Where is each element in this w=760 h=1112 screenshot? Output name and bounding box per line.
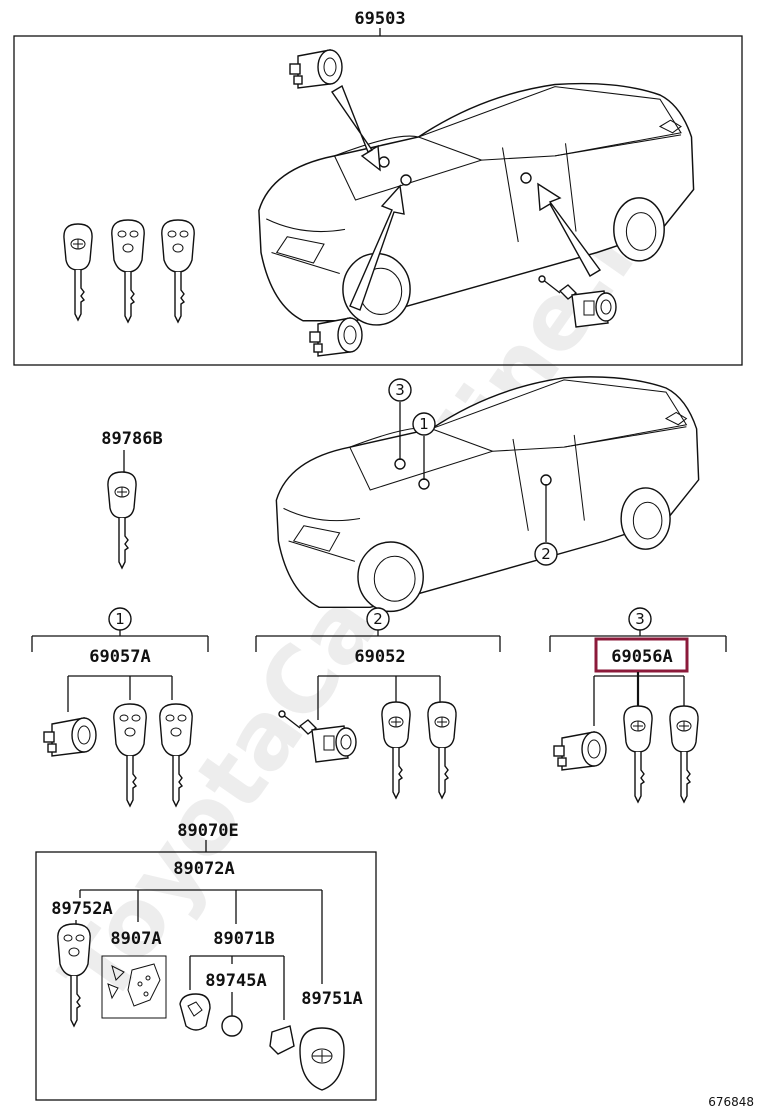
label-8907A[interactable]: 8907A [110,929,161,949]
callout-number: 2 [541,545,551,563]
cylinder-bottom[interactable] [309,317,363,357]
mount-point [400,174,412,186]
label-89072A[interactable]: 89072A [173,859,234,879]
key-top-left[interactable] [63,223,93,321]
key-89786B[interactable] [107,471,137,569]
mount-point [378,156,390,168]
arrow-icon [331,84,381,172]
callout-number: 2 [373,610,383,628]
label-69052[interactable]: 69052 [354,647,405,667]
cylinder-69056A[interactable] [553,731,607,771]
callout-number: 3 [395,381,405,399]
cylinder-top[interactable] [289,49,343,89]
mount-point [520,172,532,184]
board-89071[interactable] [101,955,167,1019]
label-89745A[interactable]: 89745A [205,971,266,991]
callout-3-top [388,378,412,402]
key-69052[interactable] [427,701,457,799]
diagram-id: 676848 [708,1095,754,1109]
label-89752A[interactable]: 89752A [51,899,112,919]
battery-89745A[interactable] [221,1015,243,1037]
callout-number: 1 [419,415,429,433]
label-69057A[interactable]: 69057A [89,647,150,667]
arrow-icon [537,182,602,277]
callout-number: 3 [635,610,645,628]
label-89751A[interactable]: 89751A [301,989,362,1009]
label-69056A[interactable]: 69056A [611,647,672,667]
key-69052[interactable] [381,701,411,799]
mount-point [540,474,552,486]
mount-point [418,478,430,490]
cover-89071B[interactable] [179,993,211,1031]
callout-1-top [412,412,436,436]
label-69503[interactable]: 69503 [354,9,405,29]
transmitter-box [35,851,377,1101]
cylinder-69057A[interactable] [43,717,97,757]
case-part[interactable] [269,1025,295,1055]
callout-number: 1 [115,610,125,628]
label-89071B[interactable]: 89071B [213,929,274,949]
car-illustration-middle [275,376,700,613]
highlight-box [594,637,689,673]
remote-key-69057A[interactable] [113,703,147,807]
label-89070E[interactable]: 89070E [177,821,238,841]
remote-key-top[interactable] [111,219,145,323]
remote-key-top[interactable] [161,219,195,323]
mount-point [394,458,406,470]
key-69056A[interactable] [669,705,699,803]
arrow-icon [349,184,405,311]
key-69056A[interactable] [623,705,653,803]
top-assembly-box [13,35,743,366]
label-89786B[interactable]: 89786B [101,429,162,449]
callout-2-top [534,542,558,566]
